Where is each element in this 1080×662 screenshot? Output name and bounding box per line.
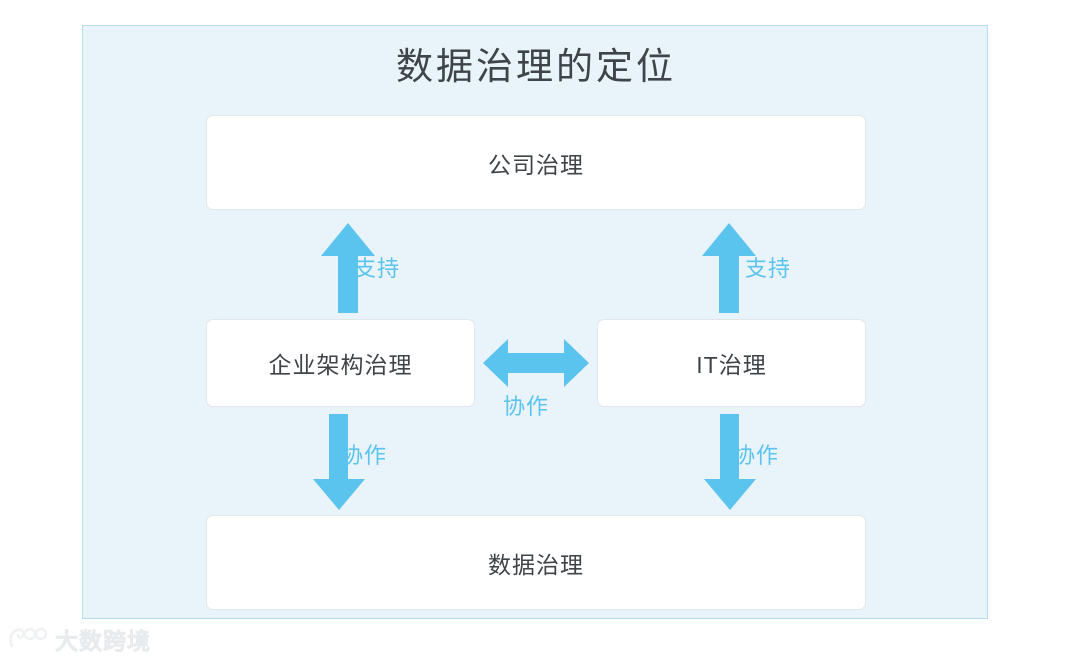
node-data-governance[interactable]: 数据治理 <box>206 515 866 610</box>
arrow-label-collaborate-left: 协作 <box>341 443 388 468</box>
watermark: 大数跨境 <box>8 622 151 656</box>
node-corporate-governance[interactable]: 公司治理 <box>206 115 866 210</box>
arrow-label-support-left: 支持 <box>354 256 401 281</box>
arrow-label-support-right: 支持 <box>745 256 792 281</box>
arrow-label-collaborate-right: 协作 <box>733 443 780 468</box>
arrow-bidirectional-collaborate <box>483 339 589 387</box>
page-title: 数据治理的定位 <box>396 46 676 87</box>
node-enterprise-architecture-governance[interactable]: 企业架构治理 <box>206 319 475 407</box>
arrow-label-collaborate-middle: 协作 <box>503 394 550 419</box>
diagram-panel: 数据治理的定位 公司治理 企业 <box>82 25 988 619</box>
brand-logo-icon <box>9 627 48 648</box>
node-it-governance[interactable]: IT治理 <box>597 319 866 407</box>
watermark-text: 大数跨境 <box>55 628 151 655</box>
